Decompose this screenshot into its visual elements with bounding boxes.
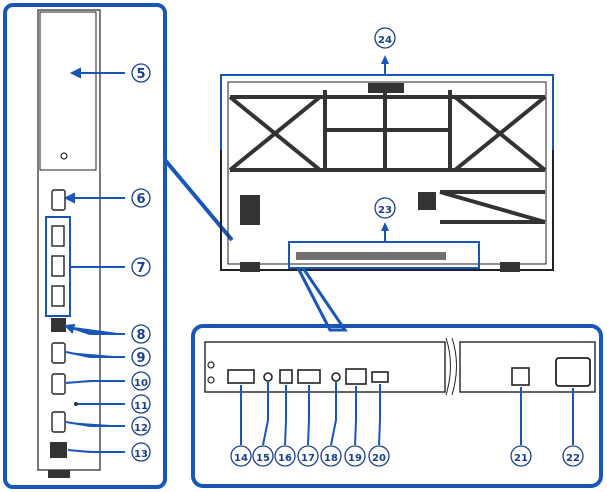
usb-group-frame xyxy=(45,216,71,317)
callout-16: 16 xyxy=(278,453,292,464)
bottom-zoom-panel: 14 15 16 17 18 19 20 21 22 xyxy=(191,324,603,488)
callout-23-group: 23 xyxy=(374,197,396,242)
ac-inlet-22 xyxy=(555,357,591,387)
callout-21: 21 xyxy=(514,453,528,464)
callout-15: 15 xyxy=(256,453,270,464)
cover-screw xyxy=(60,152,68,160)
lan-port-19 xyxy=(345,368,367,385)
break-mark-a xyxy=(445,337,451,396)
bottom-port-strip xyxy=(296,252,446,260)
side-hdmi-port-9 xyxy=(51,342,66,364)
callout-18: 18 xyxy=(324,453,338,464)
rear-vent-left xyxy=(240,195,260,225)
foot-right xyxy=(500,262,520,272)
bottom-screw-a xyxy=(207,361,215,369)
usb-port-20 xyxy=(371,371,389,383)
callout-12: 12 xyxy=(134,423,148,434)
side-hdmi-port-12 xyxy=(51,411,66,433)
usb-port-a xyxy=(51,225,65,247)
bottom-io-plate-left xyxy=(204,341,446,393)
power-switch-21 xyxy=(511,367,530,386)
audio-in-port-15 xyxy=(263,372,273,382)
foot-left xyxy=(240,262,260,272)
break-mark-b xyxy=(451,337,457,396)
callout-9: 9 xyxy=(136,351,145,366)
vesa-frame xyxy=(228,90,547,224)
bottom-zoom-connector xyxy=(296,267,348,332)
callout-5: 5 xyxy=(136,67,145,82)
bottom-leader-lines xyxy=(240,382,574,446)
zoom-panel-frame xyxy=(191,324,603,488)
usb-b-port-13 xyxy=(50,442,67,458)
rs232-port-17 xyxy=(297,369,321,384)
usb-b-port-16 xyxy=(279,369,293,384)
callout-13: 13 xyxy=(134,449,148,460)
side-callouts: 5 6 7 8 9 10 11 12 13 xyxy=(131,63,151,462)
callout-14: 14 xyxy=(234,453,248,464)
callout-20: 20 xyxy=(372,453,386,464)
usb-port-b xyxy=(51,255,65,277)
top-handle xyxy=(368,83,404,93)
callout-19: 19 xyxy=(348,453,362,464)
side-foot xyxy=(48,470,70,478)
side-panel-callout: 5 6 7 8 9 10 11 12 13 xyxy=(3,3,167,489)
side-panel-frame xyxy=(3,3,167,489)
callout-11: 11 xyxy=(134,401,148,412)
monitor-rear-view xyxy=(220,74,554,272)
callout-8: 8 xyxy=(136,328,145,343)
callout-17: 17 xyxy=(301,453,315,464)
side-hdmi-port-6 xyxy=(51,189,66,211)
side-leader-lines xyxy=(63,67,125,453)
side-cover-plate xyxy=(39,11,97,171)
vga-port-14 xyxy=(227,369,255,384)
indicator-11 xyxy=(74,402,78,406)
bottom-io-plate-right xyxy=(459,341,596,393)
bottom-screw-b xyxy=(207,376,215,384)
callout-22: 22 xyxy=(566,453,580,464)
side-hdmi-port-10 xyxy=(51,373,66,395)
callout-7: 7 xyxy=(136,261,145,276)
callout-24: 24 xyxy=(378,35,392,46)
rear-vent-right xyxy=(418,192,436,210)
usb-port-c xyxy=(51,285,65,307)
bottom-callouts: 14 15 16 17 18 19 20 21 22 xyxy=(230,445,584,467)
audio-out-port-18 xyxy=(331,372,341,382)
callout-6: 6 xyxy=(136,192,145,207)
callout-10: 10 xyxy=(134,378,148,389)
callout-23: 23 xyxy=(378,205,392,216)
callout-24-group: 24 xyxy=(220,27,554,150)
usb-b-port-8 xyxy=(51,318,66,332)
monitor-inner-outline xyxy=(227,81,547,265)
